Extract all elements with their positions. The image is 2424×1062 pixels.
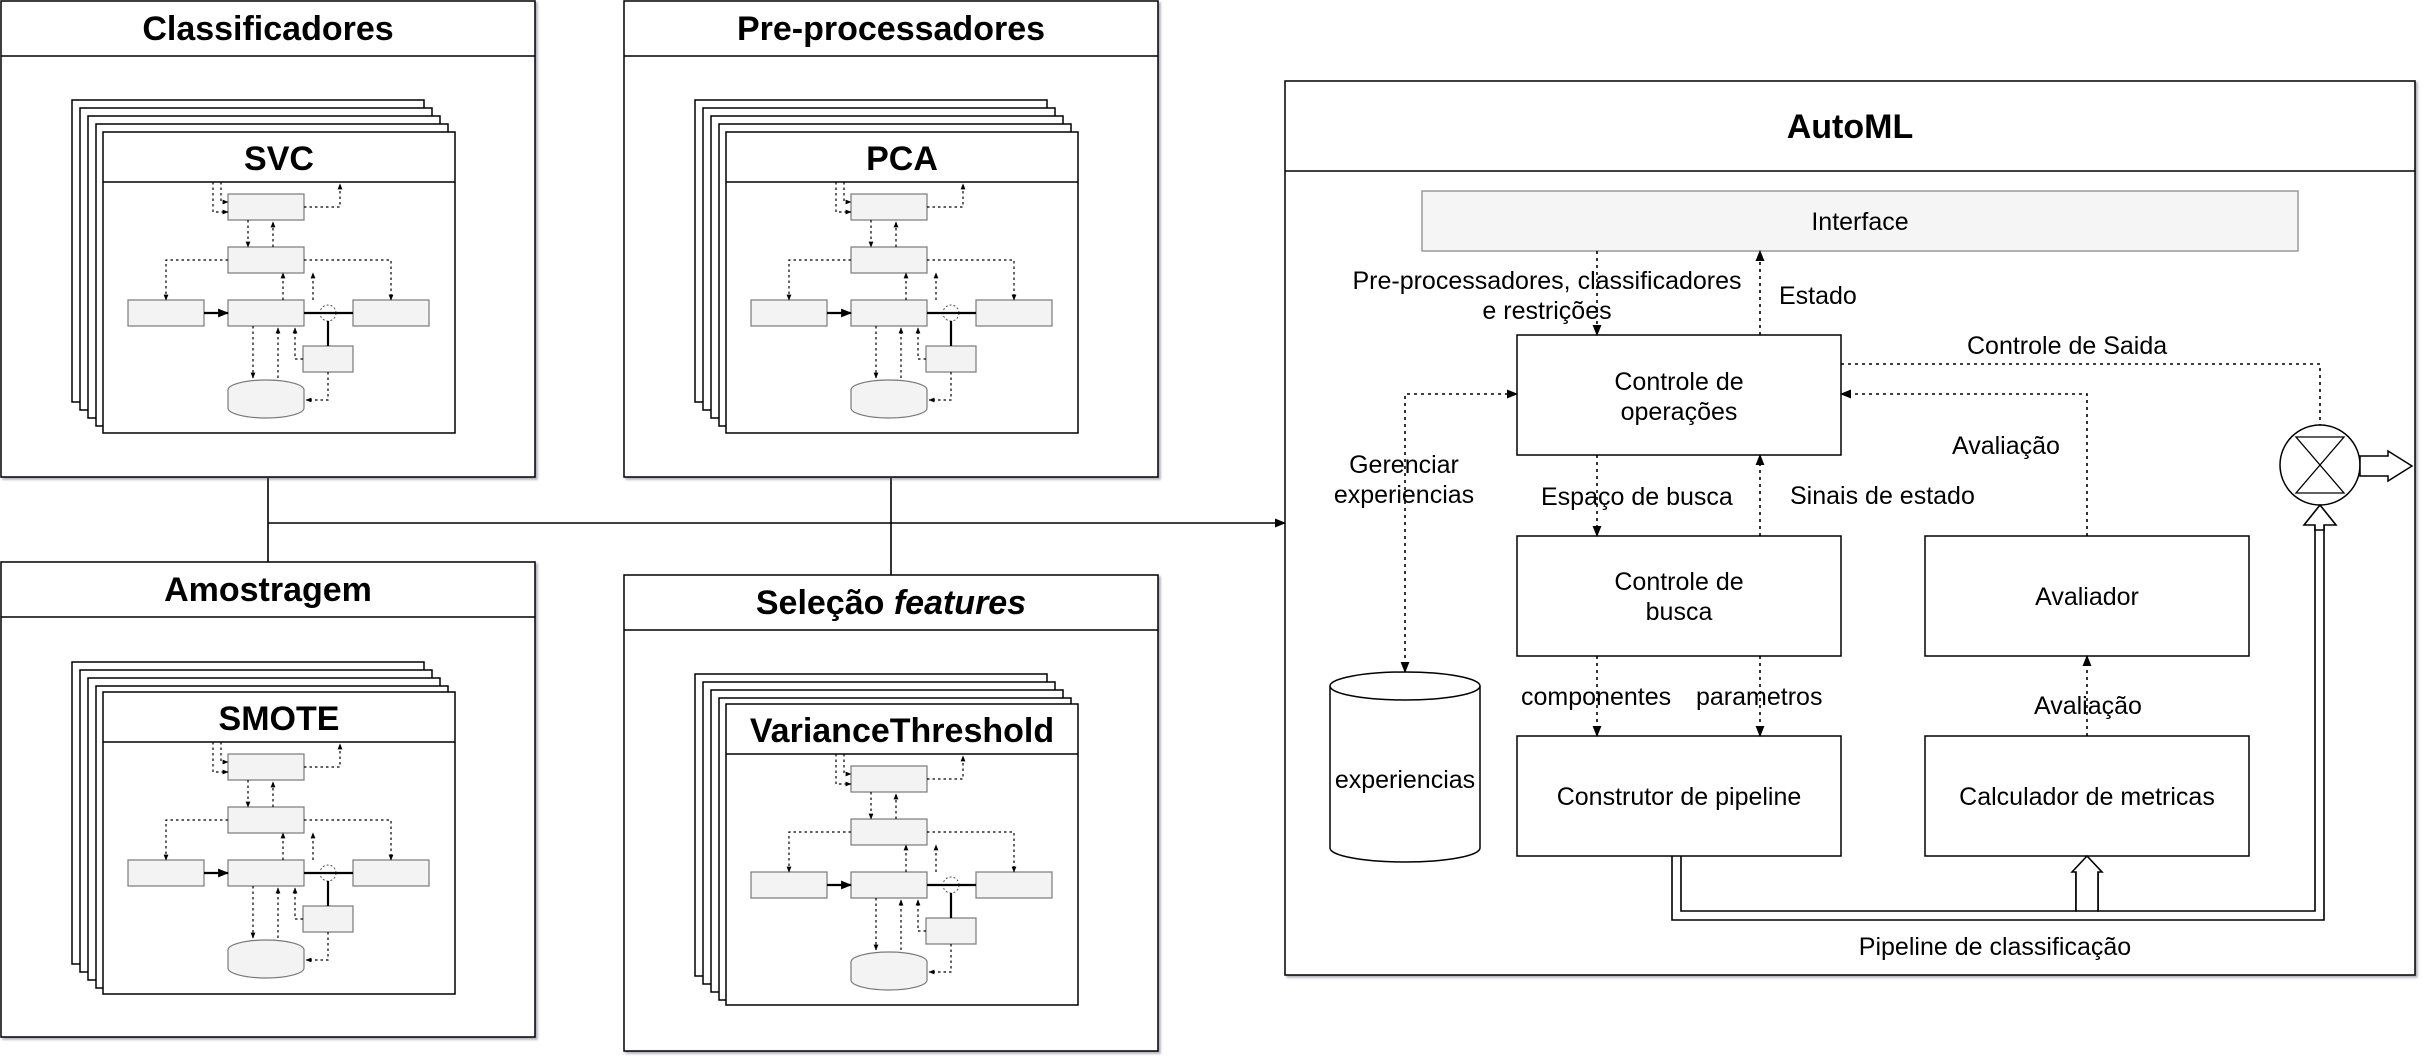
panel-title: Pre-processadores	[737, 10, 1045, 48]
component-name: PCA	[866, 140, 938, 178]
output-arrow-icon	[2359, 449, 2414, 483]
panel-automl: AutoML Interface Controle de operações C…	[1284, 80, 2416, 976]
component-stack: VarianceThreshold	[694, 673, 1079, 1006]
controle-operacoes-label-1: Controle de	[1614, 368, 1743, 396]
panel-title: Classificadores	[142, 10, 393, 48]
panel-selecao-features: Seleção features VarianceThreshold	[623, 574, 1159, 1052]
controle-busca-box	[1516, 535, 1842, 657]
controle-operacoes-box	[1516, 334, 1842, 456]
automl-title: AutoML	[1787, 108, 1914, 146]
calculador-metricas-label: Calculador de metricas	[1959, 783, 2215, 811]
panel-title: Seleção features	[756, 584, 1026, 622]
component-name: VarianceThreshold	[750, 712, 1054, 750]
label-pre-processadores: Pre-processadores, classificadores	[1352, 267, 1741, 295]
label-gerenciar: Gerenciar	[1349, 451, 1459, 479]
label-gerenciar-experiencias: experiencias	[1334, 481, 1474, 509]
component-stack: SVC	[71, 99, 456, 434]
controle-operacoes-label-2: operações	[1621, 398, 1738, 426]
panel-preprocessadores: Pre-processadores PCA	[623, 0, 1159, 478]
calculador-metricas-box	[1924, 735, 2250, 857]
interface-box	[1421, 190, 2299, 252]
label-espaco-busca: Espaço de busca	[1541, 483, 1733, 511]
label-avaliacao-top: Avaliação	[1952, 432, 2060, 460]
experiencias-database: experiencias	[1329, 671, 1481, 863]
output-merge-symbol	[2279, 424, 2414, 506]
component-stack: PCA	[694, 99, 1079, 434]
label-estado: Estado	[1779, 282, 1857, 310]
label-restricoes: e restrições	[1482, 297, 1611, 325]
pipeline-flow	[1671, 503, 2338, 921]
label-sinais-estado: Sinais de estado	[1790, 482, 1975, 510]
panel-amostragem: Amostragem SMOTE	[0, 561, 536, 1038]
experiencias-label: experiencias	[1335, 766, 1475, 794]
avaliador-box	[1924, 535, 2250, 657]
controle-busca-label-1: Controle de	[1614, 568, 1743, 596]
component-stack: SMOTE	[71, 661, 456, 995]
label-componentes: componentes	[1521, 683, 1671, 711]
label-parametros: parametros	[1696, 683, 1822, 711]
component-name: SMOTE	[219, 700, 340, 738]
label-avaliacao-bottom: Avaliação	[2034, 692, 2142, 720]
interface-label: Interface	[1811, 208, 1908, 236]
label-pipeline-classificacao: Pipeline de classificação	[1859, 933, 2131, 961]
panel-title: Amostragem	[164, 571, 372, 609]
avaliador-label: Avaliador	[2035, 583, 2139, 611]
panel-classificadores: Classificadores SVC	[0, 0, 536, 478]
component-name: SVC	[244, 140, 314, 178]
panel-connectors	[267, 478, 1287, 577]
controle-busca-label-2: busca	[1646, 598, 1713, 626]
construtor-pipeline-label: Construtor de pipeline	[1557, 783, 1802, 811]
construtor-pipeline-box	[1516, 735, 1842, 857]
label-controle-saida: Controle de Saida	[1967, 332, 2167, 360]
